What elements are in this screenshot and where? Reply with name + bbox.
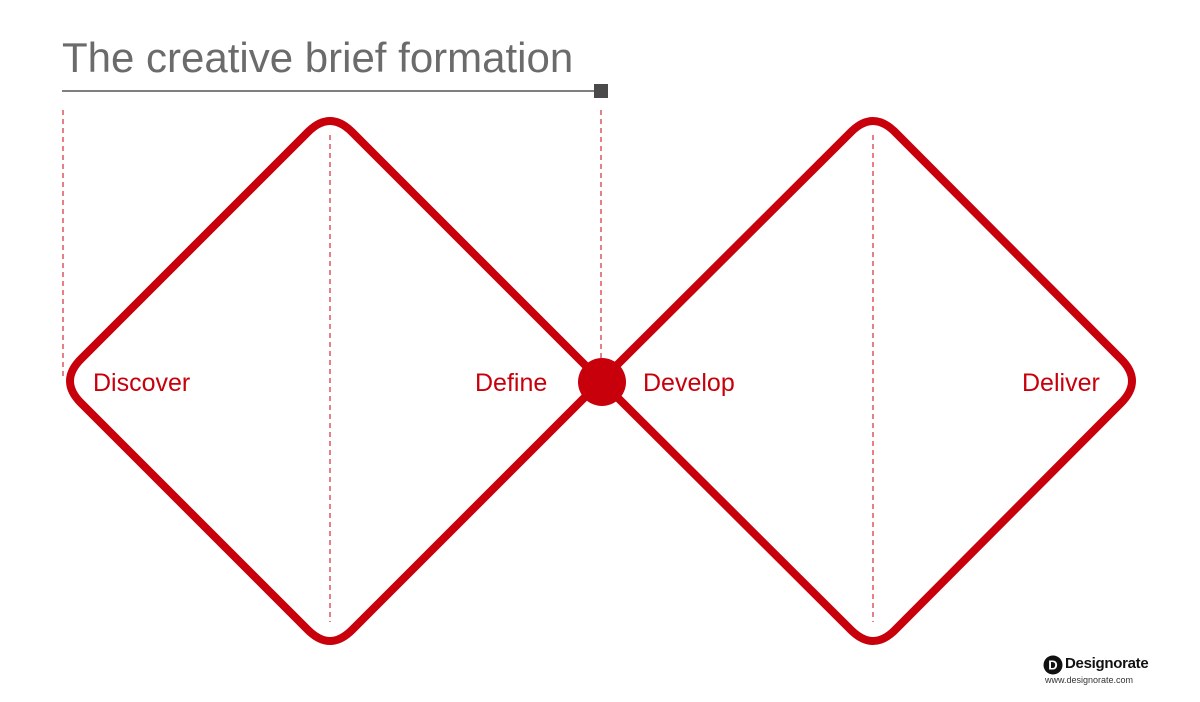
diamond-develop-deliver bbox=[597, 117, 1136, 645]
diagram-title: The creative brief formation bbox=[62, 34, 574, 81]
center-node bbox=[578, 358, 626, 406]
phase-label-develop: Develop bbox=[643, 369, 735, 397]
brand-name: Designorate bbox=[1065, 655, 1149, 672]
brand-logo-letter: D bbox=[1048, 658, 1057, 673]
brand-logo-icon: D bbox=[1043, 655, 1063, 675]
phase-label-discover: Discover bbox=[93, 369, 191, 397]
phase-label-deliver: Deliver bbox=[1022, 369, 1100, 397]
diamond-discover-define bbox=[66, 117, 605, 645]
phase-label-define: Define bbox=[475, 369, 548, 397]
title-marker bbox=[594, 84, 608, 98]
brand-url: www.designorate.com bbox=[1045, 675, 1134, 685]
